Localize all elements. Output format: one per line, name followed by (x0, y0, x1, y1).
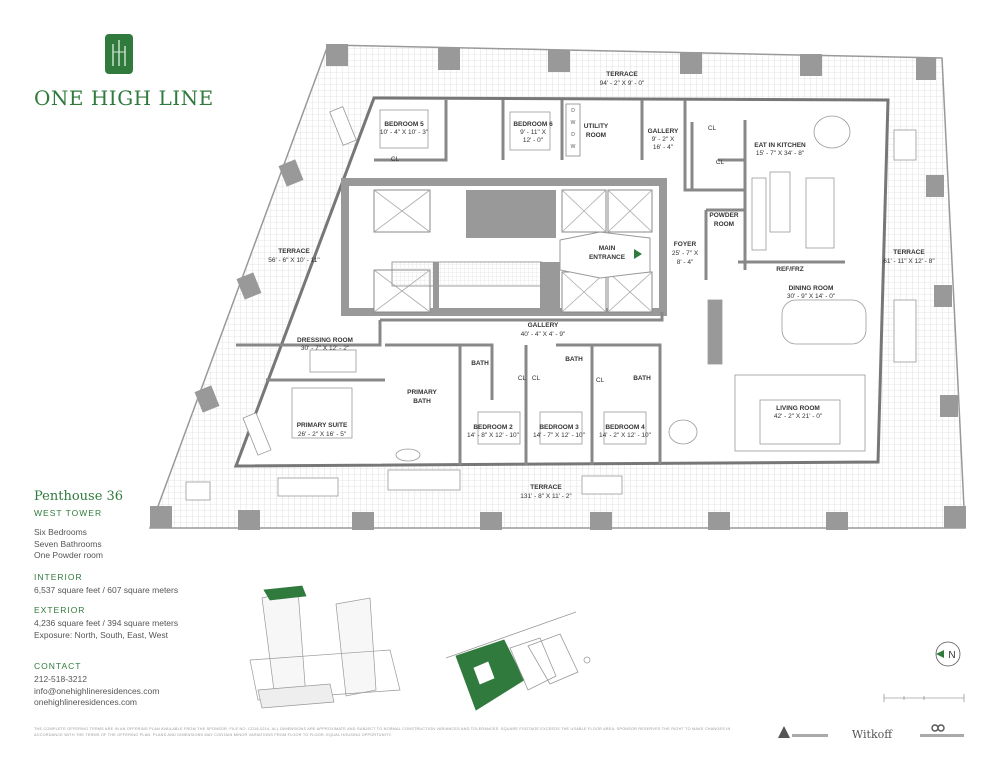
powder-name: POWDER (709, 212, 739, 219)
feature-bathrooms: Seven Bathrooms (34, 538, 102, 549)
scale-bar (883, 694, 965, 702)
bedroom2-dim: 14' - 8" X 12' - 10" (467, 432, 520, 439)
interior-walls (236, 100, 845, 465)
building-massing-illustration (249, 585, 401, 709)
contact-email[interactable]: info@onehighlineresidences.com (34, 685, 160, 696)
foyer-dim2: 8' - 4" (677, 259, 694, 266)
washer-label-2: W (571, 144, 576, 150)
furniture (185, 106, 917, 501)
bedroom6-dim2: 12' - 0" (523, 137, 544, 144)
sponsor-triangle-icon (778, 726, 790, 738)
exterior-heading: EXTERIOR (34, 605, 86, 615)
north-arrow-icon (936, 650, 944, 658)
exterior-value: 4,236 square feet / 394 square meters (34, 618, 179, 628)
foyer-dim: 25' - 7" X (672, 250, 699, 257)
powder-name2: ROOM (714, 221, 734, 228)
gallery-south-name: GALLERY (528, 322, 559, 329)
primary-suite-name: PRIMARY SUITE (297, 422, 348, 429)
interior-heading: INTERIOR (34, 572, 83, 582)
contact-info: 212-518-3212 info@onehighlineresidences.… (34, 674, 159, 709)
exposure-value: Exposure: North, South, East, West (34, 629, 169, 640)
closet-kitchen: CL (708, 125, 717, 132)
bedroom5-name: BEDROOM 5 (384, 121, 424, 128)
tower-label: WEST TOWER (34, 508, 103, 518)
bath-1-name: BATH (471, 360, 489, 367)
closet-b4: CL (596, 377, 605, 384)
terrace-west-name: TERRACE (278, 248, 310, 255)
bedroom5-dim: 10' - 4" X 10' - 3" (380, 129, 429, 136)
bedroom2-name: BEDROOM 2 (473, 424, 513, 431)
gallery-north-dim2: 16' - 4" (653, 144, 674, 151)
bedroom3-name: BEDROOM 3 (539, 424, 579, 431)
living-dim: 42' - 2" X 21' - 0" (774, 413, 823, 420)
terrace-north-name: TERRACE (606, 71, 638, 78)
interior-value: 6,537 square feet / 607 square meters (34, 585, 179, 595)
dryer-label-2: D (571, 132, 575, 138)
primary-bath-name: PRIMARY (407, 389, 437, 396)
residence-title: Penthouse 36 (34, 489, 124, 504)
terrace-south-name: TERRACE (530, 484, 562, 491)
primary-bath-name2: BATH (413, 398, 431, 405)
primary-suite-dim: 26' - 2" X 16' - 5" (298, 431, 347, 438)
dryer-label: D (571, 108, 575, 114)
contact-phone[interactable]: 212-518-3212 (34, 674, 87, 684)
compass: N (935, 641, 961, 667)
kitchen-name: EAT IN KITCHEN (754, 142, 806, 149)
exterior-info: 4,236 square feet / 394 square meters Ex… (34, 618, 178, 641)
bedroom6-name: BEDROOM 6 (513, 121, 553, 128)
kitchen-dim: 15' - 7" X 34' - 8" (756, 150, 805, 157)
dressing-dim: 30' - 7" X 12' - 2" (301, 345, 350, 352)
utility-name2: ROOM (586, 132, 606, 139)
bath-3-name: BATH (633, 375, 651, 382)
terrace-east-dim: 61' - 11" X 12' - 8" (883, 258, 935, 265)
entrance-arrow-icon (634, 249, 642, 259)
site-plan (445, 611, 591, 711)
bedroom4-dim: 14' - 2" X 12' - 10" (599, 432, 652, 439)
bedroom3-dim: 14' - 7" X 12' - 10" (533, 432, 586, 439)
closet-b2: CL (518, 375, 527, 382)
ref-frz-label: REF/FRZ (776, 266, 803, 273)
gallery-north-dim: 9' - 2" X (652, 136, 675, 143)
bedroom4-name: BEDROOM 4 (605, 424, 645, 431)
dressing-name: DRESSING ROOM (297, 337, 353, 344)
foyer-name: FOYER (674, 241, 697, 248)
dining-dim: 30' - 9" X 14' - 0" (787, 293, 836, 300)
columns (150, 44, 966, 530)
feature-bedrooms: Six Bedrooms (34, 527, 87, 537)
gallery-north-name: GALLERY (648, 128, 679, 135)
contact-website[interactable]: onehighlineresidences.com (34, 697, 138, 707)
closet-b3: CL (532, 375, 541, 382)
main-entrance-name: MAIN (599, 245, 616, 252)
laundry: D W D W (565, 103, 581, 157)
building-logo-icon (105, 34, 133, 74)
living-name: LIVING ROOM (776, 405, 820, 412)
features-list: Six Bedrooms Seven Bathrooms One Powder … (34, 527, 103, 562)
terrace-south-dim: 131' - 8" X 11' - 2" (520, 493, 572, 500)
compass-label: N (948, 650, 955, 661)
closet-bedroom5: CL (391, 156, 400, 163)
feature-powder: One Powder room (34, 550, 103, 560)
terrace-west-dim: 56' - 6" X 10' - 11" (268, 257, 320, 264)
utility-name: UTILITY (584, 123, 609, 130)
room-labels: TERRACE 94' - 2" X 9' - 0" BEDROOM 5 10'… (268, 71, 935, 500)
sponsor-rings-icon (931, 724, 939, 732)
brand-name: ONE HIGH LINE (34, 86, 214, 110)
gallery-south-dim: 40' - 4" X 4' - 9" (521, 331, 566, 338)
sponsor-witkoff: Witkoff (852, 728, 893, 741)
main-entrance-name2: ENTRANCE (589, 254, 626, 261)
closet-kitchen-2: CL (716, 159, 725, 166)
terrace-east-name: TERRACE (893, 249, 925, 256)
dining-name: DINING ROOM (789, 285, 834, 292)
sponsor-logos: Witkoff (778, 724, 964, 741)
bedroom6-dim: 9' - 11" X (520, 129, 546, 136)
contact-heading: CONTACT (34, 661, 82, 671)
washer-label: W (571, 120, 576, 126)
bath-2-name: BATH (565, 356, 583, 363)
building-core (341, 178, 667, 316)
legal-disclaimer: THE COMPLETE OFFERING TERMS ARE IN AN OF… (34, 727, 731, 737)
terrace-north-dim: 94' - 2" X 9' - 0" (600, 80, 645, 87)
